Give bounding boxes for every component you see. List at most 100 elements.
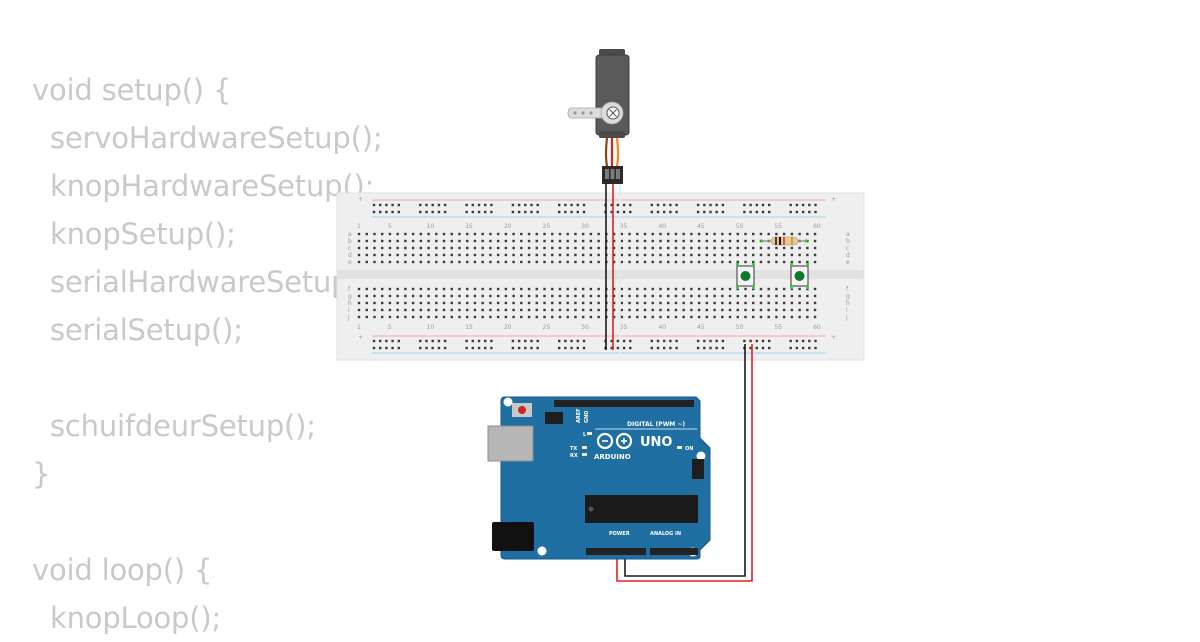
breadboard-hole (535, 294, 538, 298)
breadboard-hole (566, 287, 569, 291)
breadboard-hole (643, 239, 647, 243)
breadboard-hole (473, 301, 477, 305)
breadboard-hole (721, 346, 725, 350)
power-wires[interactable] (616, 344, 753, 582)
row-letter: g (846, 293, 850, 300)
breadboard-hole (705, 253, 709, 257)
breadboard-hole (527, 232, 531, 236)
breadboard-hole (629, 346, 632, 350)
breadboard-hole (530, 203, 533, 207)
breadboard-hole (411, 294, 415, 298)
breadboard-hole (504, 239, 508, 243)
breadboard-hole (798, 294, 801, 298)
breadboard-hole (517, 203, 521, 207)
breadboard-hole (477, 203, 481, 207)
rx-label: RX (570, 453, 578, 459)
breadboard-hole (372, 346, 376, 350)
mount-hole-icon (696, 451, 706, 461)
breadboard-hole (597, 253, 600, 257)
resistor-band-1 (775, 237, 777, 245)
breadboard-hole (442, 246, 446, 250)
breadboard-hole (775, 308, 778, 312)
breadboard-hole (629, 339, 632, 343)
servo-connector-pin (605, 169, 609, 179)
resistor[interactable] (760, 236, 808, 246)
breadboard-hole (524, 203, 527, 207)
breadboard-hole (620, 246, 624, 250)
breadboard-hole (396, 315, 399, 319)
breadboard-hole (473, 308, 477, 312)
breadboard-hole (651, 260, 654, 264)
breadboard-hole (813, 232, 817, 236)
code-line: void loop() { (32, 553, 213, 587)
servo-motor[interactable] (567, 49, 630, 184)
breadboard-hole (636, 301, 639, 305)
breadboard-hole (743, 210, 746, 214)
breadboard-hole (643, 232, 647, 236)
breadboard-center-gap (337, 270, 864, 279)
breadboard-hole (365, 301, 368, 305)
servo-wires[interactable] (605, 184, 621, 355)
breadboard-hole (496, 287, 500, 291)
breadboard-hole (520, 301, 523, 305)
breadboard-hole (806, 294, 809, 298)
breadboard-hole (379, 346, 382, 350)
servo-wire-brown (604, 137, 609, 167)
breadboard-hole (675, 339, 678, 343)
breadboard-hole (761, 203, 765, 207)
breadboard-hole (801, 346, 805, 350)
breadboard-hole (380, 253, 384, 257)
breadboard-hole (628, 232, 631, 236)
breadboard-hole (674, 260, 678, 264)
breadboard-hole (574, 253, 577, 257)
breadboard-hole (397, 210, 400, 214)
breadboard-hole (749, 339, 752, 343)
code-line: knopLoop(); (50, 601, 222, 635)
breadboard-hole (715, 339, 718, 343)
breadboard-hole (380, 308, 384, 312)
breadboard-hole (782, 232, 786, 236)
breadboard-hole (589, 308, 593, 312)
row-letter: b (348, 238, 352, 245)
breadboard-hole (427, 315, 430, 319)
breadboard-hole (752, 246, 755, 250)
breadboard-hole (443, 339, 447, 343)
column-number: 15 (465, 324, 473, 331)
breadboard-hole (458, 239, 461, 243)
breadboard-hole (767, 301, 770, 305)
breadboard-hole (357, 301, 361, 305)
breadboard-hole (473, 287, 477, 291)
push-button-2[interactable] (790, 263, 809, 289)
breadboard-hole (728, 301, 732, 305)
breadboard-hole (558, 210, 561, 214)
breadboard-hole (431, 203, 434, 207)
breadboard-hole (782, 260, 786, 264)
breadboard-hole (473, 246, 477, 250)
column-number: 25 (543, 324, 551, 331)
breadboard-hole (667, 301, 670, 305)
breadboard-hole (801, 210, 805, 214)
breadboard-hole (612, 301, 616, 305)
breadboard-hole (450, 260, 453, 264)
breadboard-hole (667, 246, 670, 250)
breadboard-hole (551, 239, 554, 243)
column-number: 55 (774, 223, 782, 230)
row-letter: h (348, 300, 352, 307)
breadboard-hole (435, 301, 438, 305)
breadboard-hole (466, 246, 469, 250)
breadboard-hole (589, 239, 593, 243)
breadboard-hole (372, 203, 376, 207)
breadboard-hole (564, 339, 567, 343)
breadboard-hole (813, 308, 817, 312)
push-button-1[interactable] (736, 263, 755, 289)
column-number: 5 (388, 324, 392, 331)
breadboard-hole (435, 315, 438, 319)
column-number: 40 (658, 324, 666, 331)
breadboard-hole (535, 308, 538, 312)
breadboard-hole (667, 239, 670, 243)
breadboard-hole (636, 287, 639, 291)
arduino-uno[interactable]: AREF GND DIGITAL (PWM ~) UNO ARDUINO L T… (487, 396, 711, 560)
breadboard-hole (391, 203, 394, 207)
breadboard-hole (581, 308, 585, 312)
